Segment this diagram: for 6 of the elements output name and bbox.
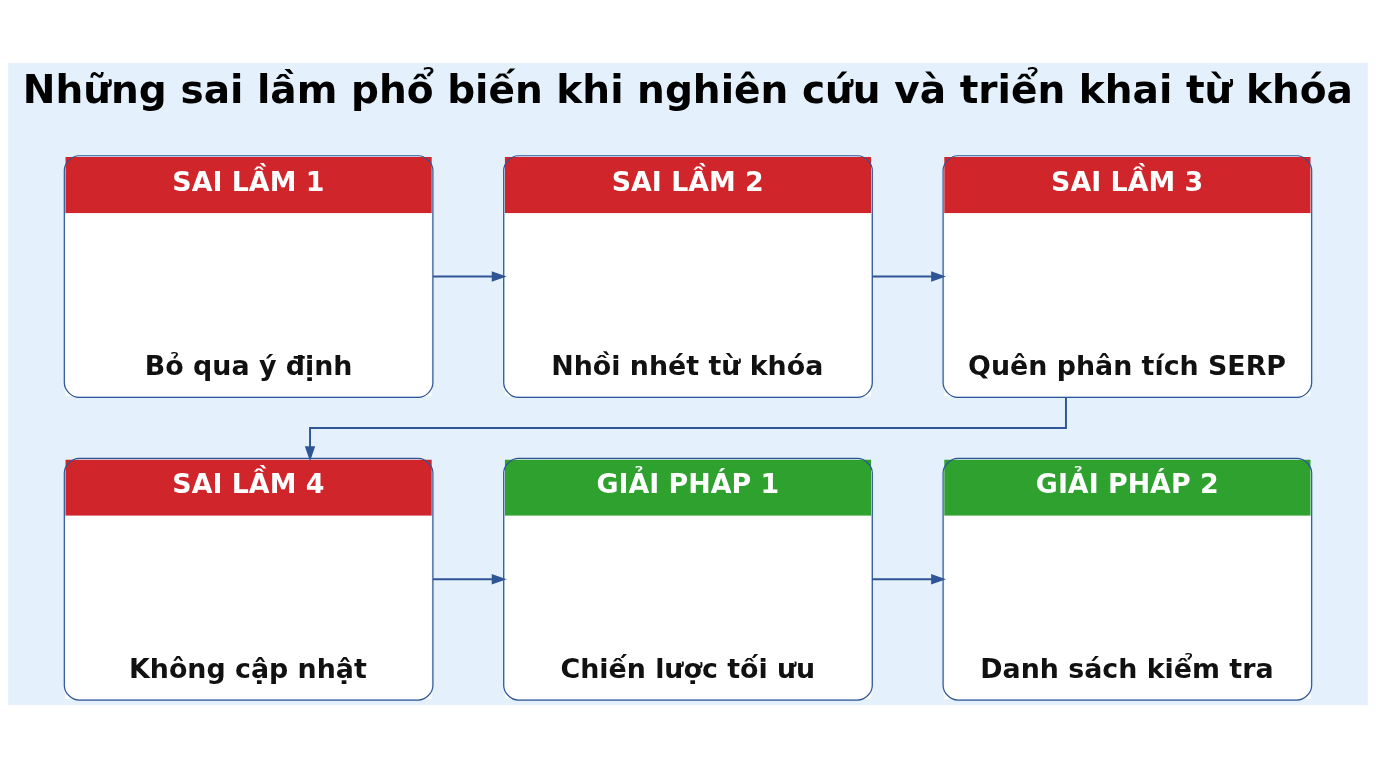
arrow — [432, 574, 507, 585]
arrow — [871, 271, 947, 282]
arrow — [304, 396, 1067, 462]
arrow — [432, 271, 507, 282]
arrow — [871, 574, 947, 585]
diagram-title: Những sai lầm phổ biến khi nghiên cứu và triển khai từ khóa — [22, 66, 1353, 112]
